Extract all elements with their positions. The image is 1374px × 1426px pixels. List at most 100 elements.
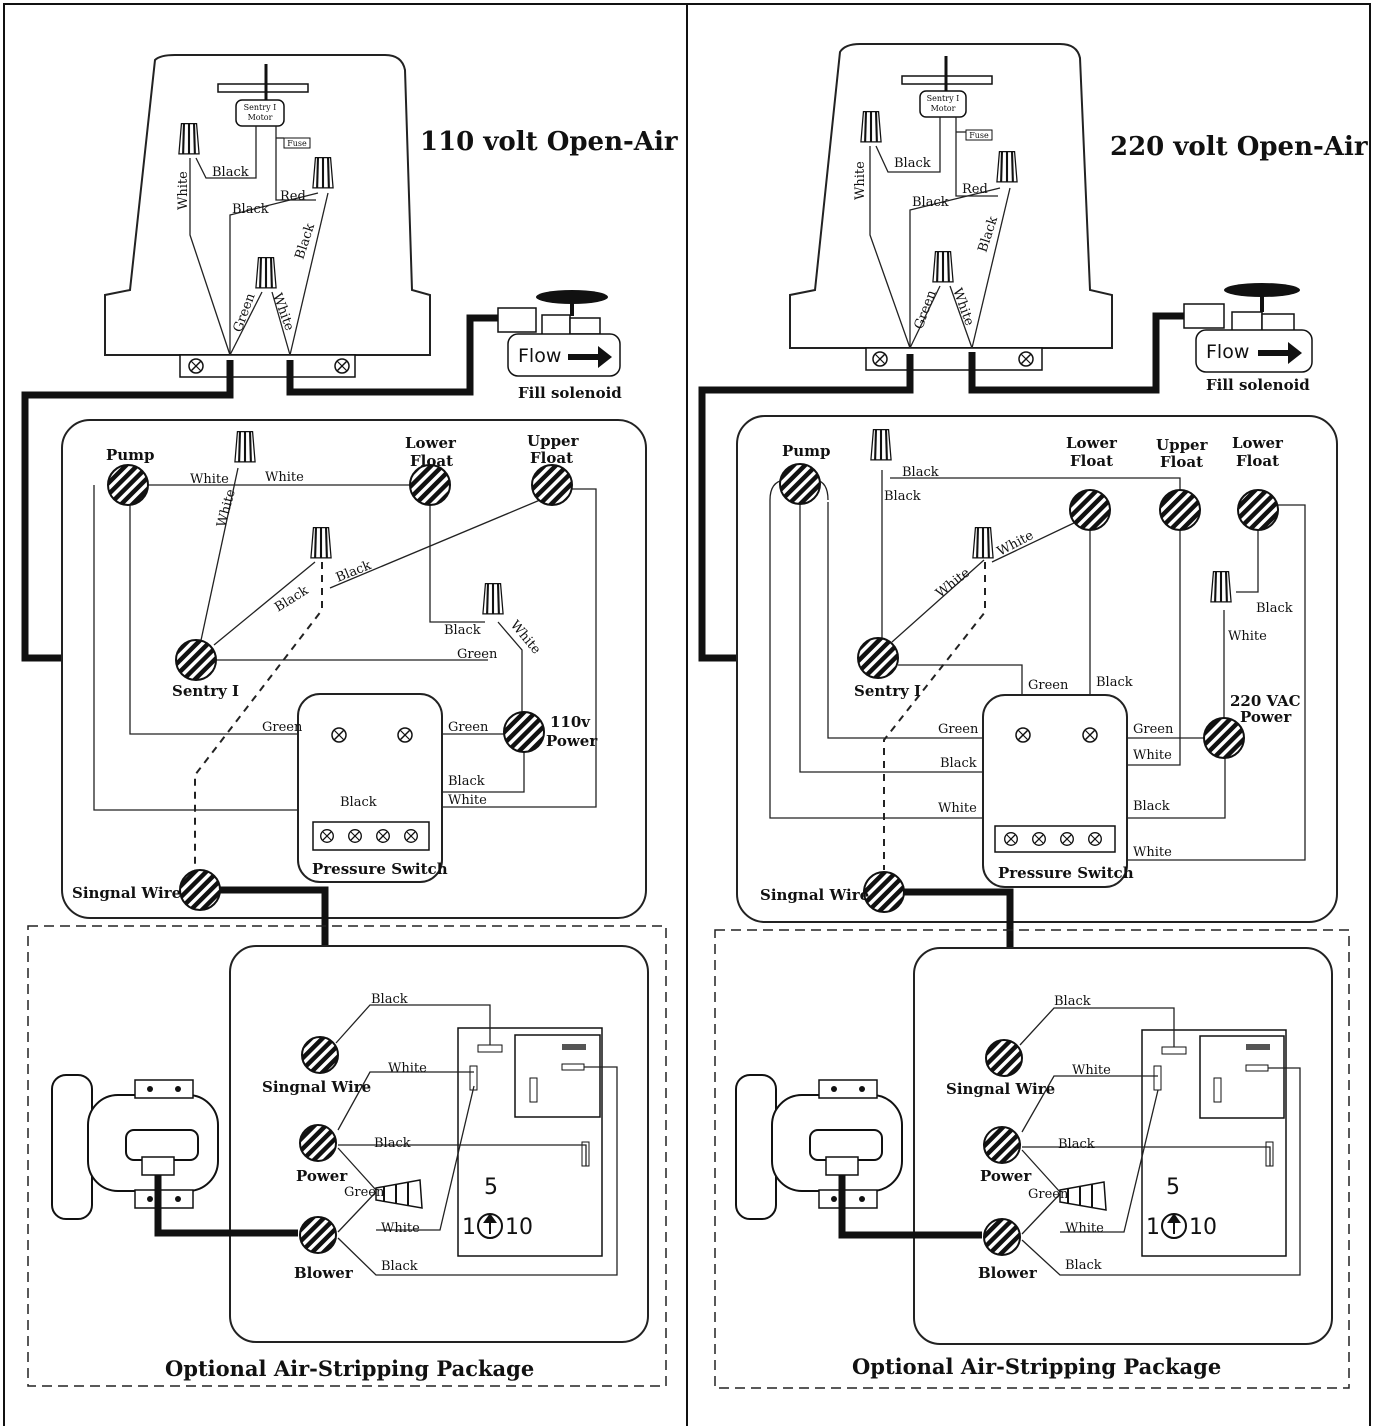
wire-label: Red [280,189,306,204]
terminal-screw-icon [334,358,350,374]
wire-label: Black [1058,1137,1095,1152]
wire-nut-icon [311,156,335,190]
wire-label: Black [902,465,939,480]
fill-solenoid-label: Fill solenoid [1206,376,1310,394]
power-220-label: Power [1240,708,1292,726]
fill-solenoid-220: Flow Fill solenoid [968,283,1313,394]
signal-wire-label: Singnal Wire [72,884,181,902]
wire-label: White [938,801,977,816]
wire-label: White [176,171,191,210]
lower-float-label: Lower [1066,434,1118,452]
fuse-label: Fuse [969,131,989,140]
motor-label: Motor [248,113,273,122]
terminal-screw-icon [1088,832,1102,846]
flow-arrow-icon [568,346,612,368]
pump-connector-icon [107,464,149,506]
wire-label: Black [912,195,949,210]
lower-float-label: Float [410,452,453,470]
wire-label: Black [232,202,269,217]
blower-label: Blower [978,1264,1038,1282]
flow-label: Flow [1206,341,1249,363]
motor-label: Motor [931,104,956,113]
air-stripping-package-110 [27,925,667,1387]
wire-nut-icon [254,256,278,290]
wire-label: White [1072,1063,1111,1078]
terminal-screw-icon [320,829,334,843]
terminal-screw-icon [872,351,888,367]
timer-value: 10 [1189,1215,1217,1240]
wire-label: White [853,161,868,200]
wire-label: White [190,472,229,487]
panel-220v: 220 volt Open-Air Sentry I Motor Fuse [698,43,1368,1389]
power-220-connector-icon [1203,717,1245,759]
timer-value: 1 [462,1215,476,1240]
package-signal-wire-connector-icon [985,1039,1023,1077]
flow-label: Flow [518,345,561,367]
wire-label: Black [884,489,921,504]
pump-connector-icon [779,463,821,505]
pressure-switch-label: Pressure Switch [312,860,448,878]
wire-label: Green [457,647,498,662]
wire-label: Black [1133,799,1170,814]
control-box-220 [736,415,1338,923]
terminal-screw-icon [1015,727,1031,743]
upper-float-connector-icon [1159,489,1201,531]
package-power-connector-icon [983,1126,1021,1164]
motor-box [919,90,967,118]
wire-label: Black [1065,1258,1102,1273]
blower-motor-icon [51,1074,219,1220]
wire-label: Black [374,1136,411,1151]
motor-label: Sentry I [927,94,960,103]
sentry-connector-icon [175,639,217,681]
fill-solenoid-label: Fill solenoid [518,384,622,402]
wire-label: White [1228,629,1267,644]
wire-label: Red [962,182,988,197]
wire-label: Black [448,774,485,789]
wire-label: Black [212,165,249,180]
blower-connector-icon [299,1216,337,1254]
terminal-screw-icon [404,829,418,843]
sentry-unit-110: Sentry I Motor Fuse White Black Black Re… [104,54,431,378]
wire-label: Green [1028,1187,1069,1202]
wire-label: Black [444,623,481,638]
wire-label: White [448,793,487,808]
wire-label: Green [448,720,489,735]
terminal-screw-icon [376,829,390,843]
terminal-screw-icon [1082,727,1098,743]
package-signal-wire-label: Singnal Wire [262,1078,371,1096]
signal-wire-connector-icon [863,871,905,913]
pump-label: Pump [782,442,831,460]
signal-wire-connector-icon [179,869,221,911]
air-stripping-package-220 [714,929,1350,1389]
wire-label: Green [1133,722,1174,737]
wire-nut-icon [481,582,505,616]
timer-value: 10 [505,1215,533,1240]
timer-value: 5 [1166,1175,1180,1200]
control-box-110 [61,419,647,919]
terminal-screw-icon [188,358,204,374]
power-110v-connector-icon [503,711,545,753]
upper-float-label: Upper [527,432,580,450]
wire-label: Green [1028,678,1069,693]
lower-float-connector-icon [1237,489,1279,531]
lower-float-label: Float [1236,452,1279,470]
blower-connector-icon [983,1218,1021,1256]
wire-nut-icon [995,150,1019,184]
wire-nut-icon [1209,570,1233,604]
wire-label: White [1065,1221,1104,1236]
package-wire-nut-icon [1059,1181,1107,1211]
terminal-screw-icon [348,829,362,843]
panel-110v: 110 volt Open-Air Sentry I Motor Fuse [21,54,678,1387]
wire-label: Green [344,1185,385,1200]
sentry-label: Sentry I [854,682,921,700]
wire-nut-icon [309,526,333,560]
package-power-label: Power [980,1167,1032,1185]
package-label-220: Optional Air-Stripping Package [852,1354,1221,1379]
upper-float-label: Float [530,449,573,467]
wire-label: Black [1256,601,1293,616]
terminal-screw-icon [331,727,347,743]
wire-label: White [1133,748,1172,763]
package-label-110: Optional Air-Stripping Package [165,1356,534,1381]
package-signal-wire-connector-icon [301,1036,339,1074]
